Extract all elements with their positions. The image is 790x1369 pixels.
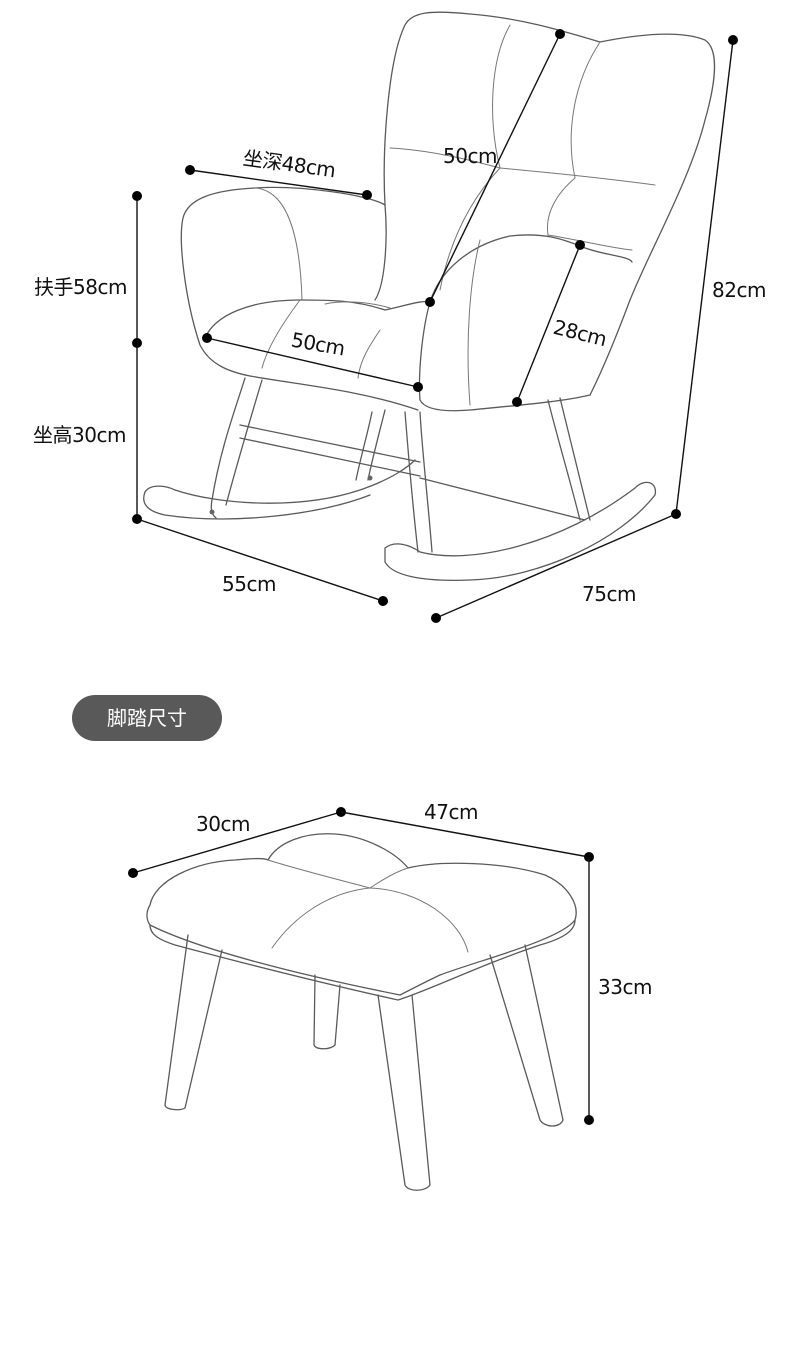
ottoman-dimension-lines — [128, 807, 594, 1125]
total-height-label: 82cm — [712, 278, 766, 302]
ottoman-section-badge: 脚踏尺寸 — [72, 695, 222, 741]
seat-height-label: 坐高30cm — [33, 423, 126, 447]
ottoman-height-label: 33cm — [598, 975, 652, 999]
chair-dimension-lines — [132, 29, 738, 623]
ottoman-illustration — [146, 833, 577, 1191]
rocking-chair-illustration — [143, 11, 716, 581]
armrest-height-label: 扶手58cm — [34, 275, 127, 299]
ottoman-width-label: 47cm — [424, 800, 478, 824]
back-height-label: 50cm — [443, 144, 497, 168]
chair-depth-label: 55cm — [222, 572, 276, 596]
ottoman-depth-label: 30cm — [196, 812, 250, 836]
chair-width-label: 75cm — [582, 582, 636, 606]
